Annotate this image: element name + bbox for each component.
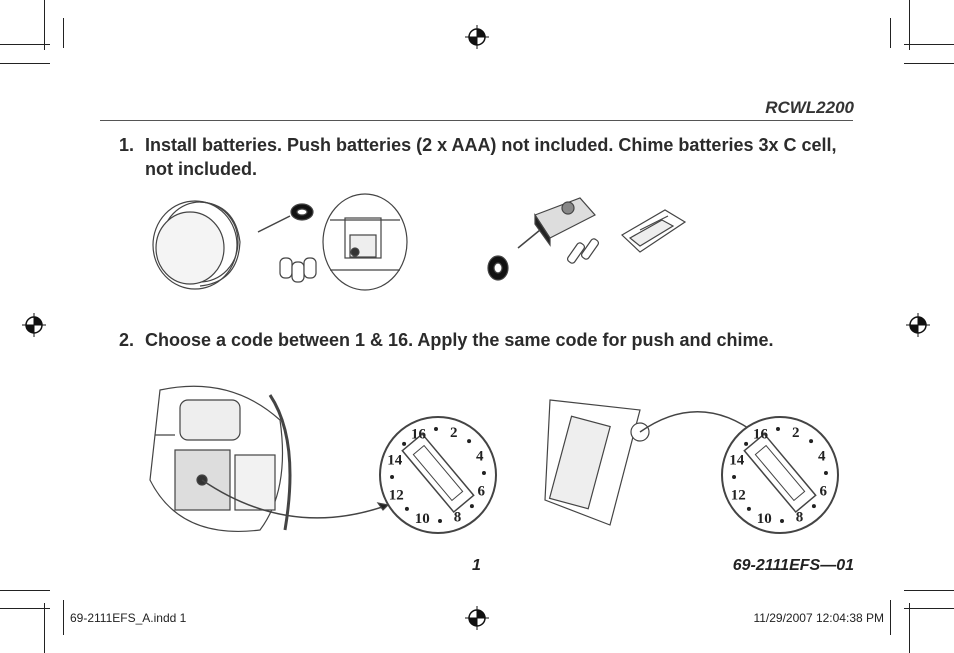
dial-numbers: 2 4 68 10 12 14 16 bbox=[729, 425, 828, 527]
registration-mark-icon bbox=[465, 25, 489, 49]
dial-number: 10 bbox=[757, 511, 772, 527]
dial-dot bbox=[433, 427, 438, 432]
slug-datetime: 11/29/2007 12:04:38 PM bbox=[753, 611, 884, 625]
dial-number: 16 bbox=[411, 426, 427, 442]
dial-dot bbox=[467, 439, 472, 444]
dial-dot bbox=[732, 475, 737, 480]
step-text: Install batteries. Push batteries (2 x A… bbox=[145, 135, 837, 155]
dial-number: 14 bbox=[387, 452, 403, 468]
dial-dot bbox=[744, 441, 749, 446]
dial-dot bbox=[438, 518, 443, 523]
dial-dot bbox=[823, 470, 828, 475]
slug-filename: 69-2111EFS_A.indd 1 bbox=[70, 611, 187, 625]
battery-installation-illustration bbox=[152, 193, 687, 291]
dial-number: 8 bbox=[796, 510, 804, 526]
dial-dot bbox=[809, 439, 814, 444]
dial-dot bbox=[780, 518, 785, 523]
document-number: 69-2111EFS—01 bbox=[732, 557, 854, 574]
dial-number: 14 bbox=[729, 452, 745, 468]
dial-number: 8 bbox=[454, 510, 462, 526]
step-number: 1. bbox=[119, 135, 135, 155]
step-2: 2. Choose a code between 1 & 16. Apply t… bbox=[119, 328, 859, 354]
dial-number: 12 bbox=[731, 487, 746, 503]
dial-numbers: 2 4 68 10 12 14 16 bbox=[387, 425, 486, 527]
registration-mark-icon bbox=[22, 313, 46, 337]
dial-number: 16 bbox=[753, 426, 769, 442]
dial-dot bbox=[811, 504, 816, 509]
dial-number: 6 bbox=[477, 484, 485, 500]
registration-mark-icon bbox=[906, 313, 930, 337]
dial-number: 6 bbox=[819, 484, 827, 500]
dial-dot bbox=[404, 506, 409, 511]
model-number: RCWL2200 bbox=[765, 98, 854, 117]
dial-number: 4 bbox=[476, 449, 484, 465]
step-text: Choose a code between 1 & 16. Apply the … bbox=[145, 330, 774, 350]
dial-number: 2 bbox=[792, 425, 800, 441]
dial-number: 4 bbox=[818, 449, 826, 465]
dial-dot bbox=[402, 441, 407, 446]
step-1: 1. Install batteries. Push batteries (2 … bbox=[119, 133, 859, 183]
step-text: not included. bbox=[145, 159, 257, 179]
step-number: 2. bbox=[119, 330, 135, 350]
registration-mark-icon bbox=[465, 606, 489, 630]
dial-dot bbox=[746, 506, 751, 511]
dial-dot bbox=[390, 475, 395, 480]
dial-dot bbox=[469, 504, 474, 509]
dial-number: 10 bbox=[415, 511, 430, 527]
dial-dot bbox=[775, 427, 780, 432]
header-rule bbox=[100, 120, 853, 121]
dial-number: 12 bbox=[389, 487, 404, 503]
dial-number: 2 bbox=[450, 425, 458, 441]
page-number: 1 bbox=[472, 557, 481, 574]
dial-dot bbox=[481, 470, 486, 475]
